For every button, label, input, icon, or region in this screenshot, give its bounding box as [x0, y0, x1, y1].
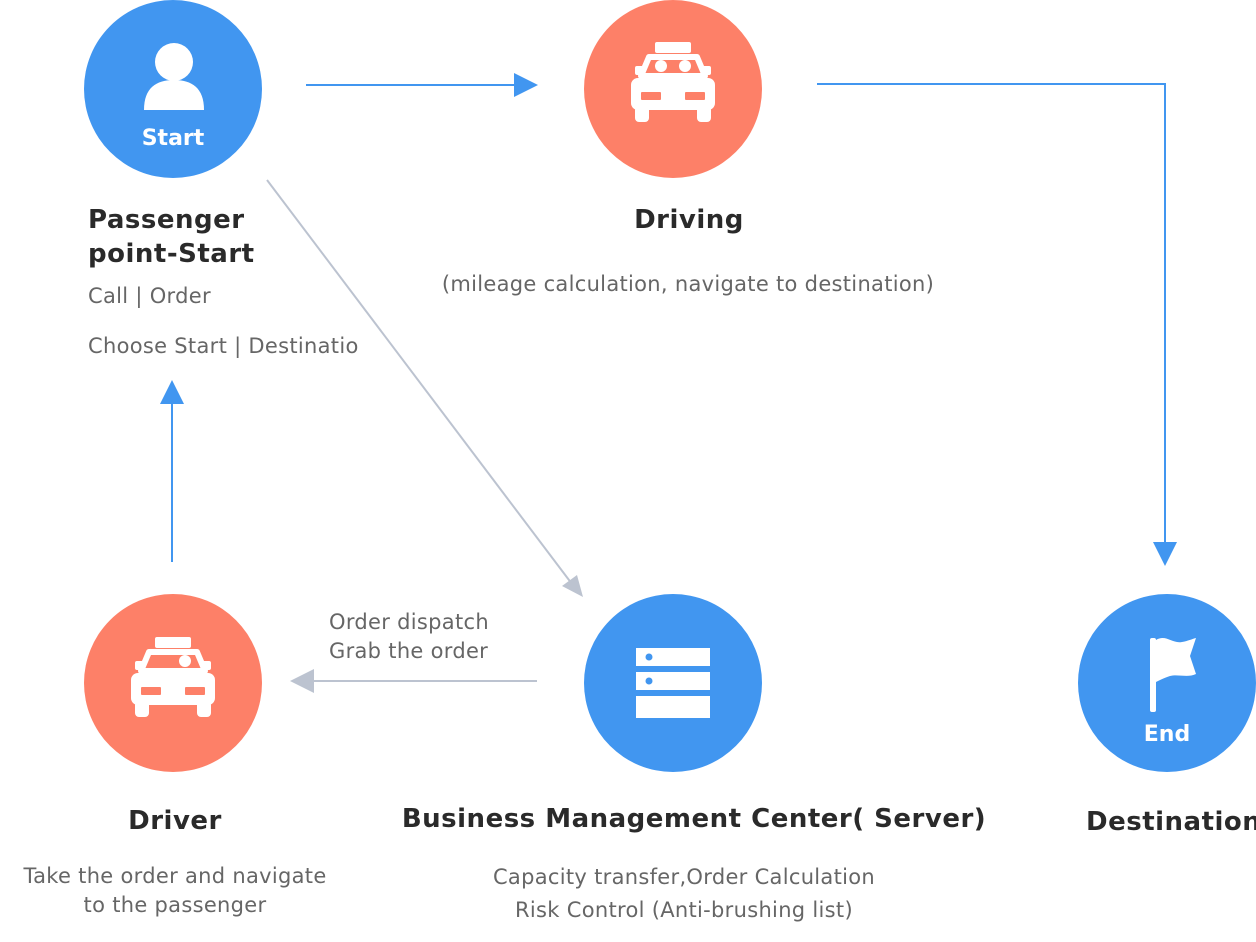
dispatch-label-line2: Grab the order — [329, 639, 489, 663]
server-node — [584, 594, 762, 772]
server-desc-line1: Capacity transfer,Order Calculation — [492, 865, 876, 889]
start-title-line2: point-Start — [88, 239, 255, 269]
server-icon — [636, 648, 710, 718]
arrow-driving-to-end — [817, 83, 1177, 566]
end-title: Destination — [1086, 807, 1256, 837]
taxi-driver-icon — [131, 637, 215, 717]
driving-desc: (mileage calculation, navigate to destin… — [441, 272, 935, 296]
start-desc-line2: Choose Start | Destinatio — [88, 334, 359, 358]
arrow-start-to-driving — [306, 73, 538, 97]
end-node: End — [1078, 594, 1256, 772]
driver-desc-line2: to the passenger — [83, 893, 267, 917]
arrow-server-to-driver — [290, 669, 537, 693]
arrow-driver-to-start — [160, 380, 184, 562]
start-badge: Start — [141, 126, 205, 151]
end-badge: End — [1143, 722, 1191, 747]
driver-node — [84, 594, 262, 772]
start-desc-line1: Call | Order — [88, 284, 211, 308]
server-title: Business Management Center( Server) — [401, 804, 987, 834]
flag-icon — [1150, 638, 1196, 712]
driver-title: Driver — [128, 806, 222, 836]
driver-desc-line1: Take the order and navigate — [23, 864, 327, 888]
start-node: Start — [84, 0, 262, 178]
person-icon — [144, 43, 204, 110]
arrow-start-to-server — [266, 179, 583, 597]
dispatch-label-line1: Order dispatch — [329, 610, 489, 634]
driving-title: Driving — [634, 205, 744, 235]
start-title-line1: Passenger — [88, 205, 245, 235]
car-passengers-icon — [631, 42, 715, 122]
driving-node — [584, 0, 762, 178]
server-desc-line2: Risk Control (Anti-brushing list) — [515, 898, 853, 922]
